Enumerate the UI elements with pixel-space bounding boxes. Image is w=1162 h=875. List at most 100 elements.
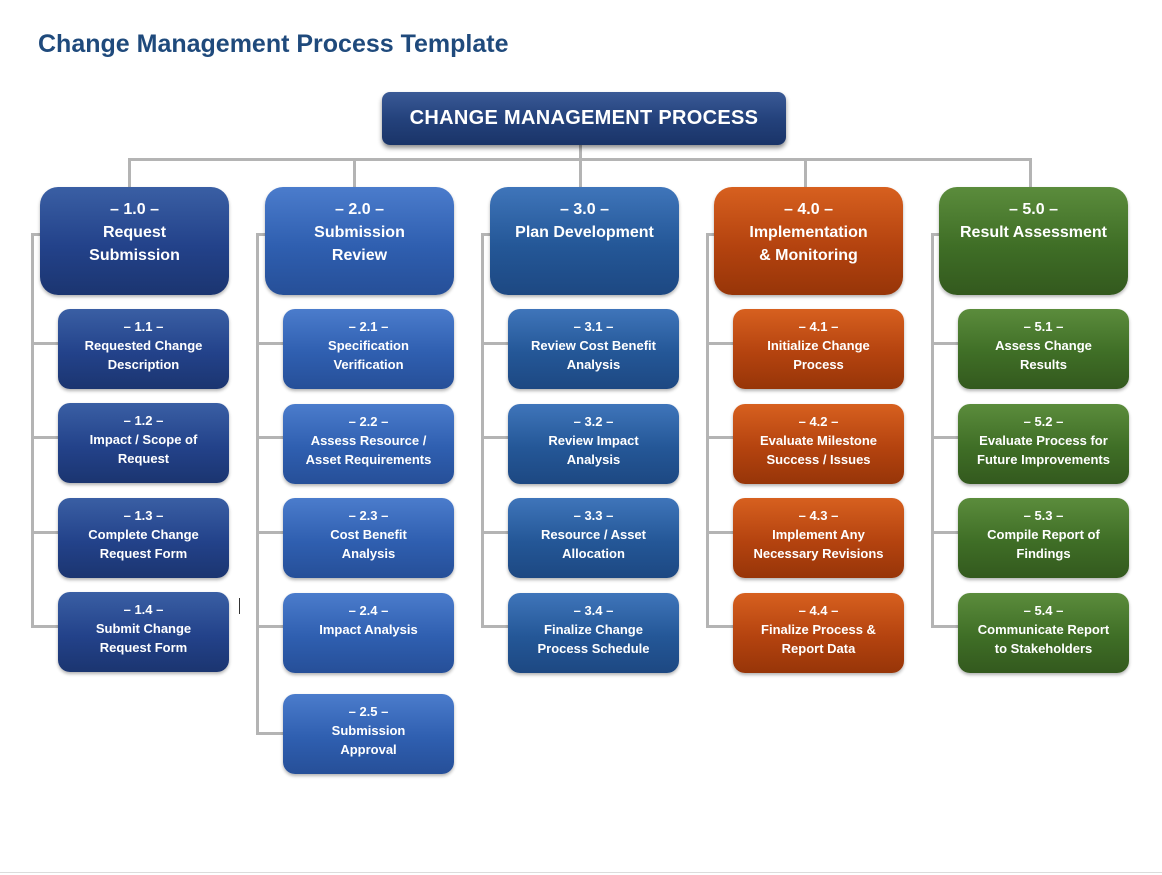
branch-2-1 — [256, 342, 284, 345]
step-number: – 4.1 – — [798, 319, 839, 334]
root-process-box[interactable]: CHANGE MANAGEMENT PROCESS — [382, 92, 786, 145]
branch-4-3 — [706, 531, 734, 534]
root-stem — [579, 145, 582, 159]
page-title: Change Management Process Template — [38, 30, 509, 58]
branch-5-3 — [931, 531, 959, 534]
step-label: Implement Any Necessary Revisions — [753, 527, 884, 561]
phase-label: Result Assessment — [959, 224, 1108, 241]
step-2-1-box[interactable]: – 2.1 – Specification Verification — [283, 309, 454, 389]
branch-2-5 — [256, 732, 284, 735]
spine-1-top — [31, 233, 41, 236]
step-label: Submit Change Request Form — [95, 621, 192, 655]
step-label: Evaluate Process for Future Improvements — [977, 433, 1110, 467]
step-5-2-box[interactable]: – 5.2 – Evaluate Process for Future Impr… — [958, 404, 1129, 484]
step-5-4-box[interactable]: – 5.4 – Communicate Report to Stakeholde… — [958, 593, 1129, 673]
step-4-2-box[interactable]: – 4.2 – Evaluate Milestone Success / Iss… — [733, 404, 904, 484]
step-number: – 2.4 – — [348, 603, 389, 618]
step-3-2-box[interactable]: – 3.2 – Review Impact Analysis — [508, 404, 679, 484]
phase-number: – 3.0 – — [560, 201, 609, 218]
phase-2-box[interactable]: – 2.0 – Submission Review — [265, 187, 454, 295]
step-2-2-box[interactable]: – 2.2 – Assess Resource / Asset Requirem… — [283, 404, 454, 484]
branch-1-1 — [31, 342, 59, 345]
step-number: – 3.4 – — [573, 603, 614, 618]
step-4-4-box[interactable]: – 4.4 – Finalize Process & Report Data — [733, 593, 904, 673]
branch-5-2 — [931, 436, 959, 439]
phase-4-box[interactable]: – 4.0 – Implementation & Monitoring — [714, 187, 903, 295]
step-1-2-box[interactable]: – 1.2 – Impact / Scope of Request — [58, 403, 229, 483]
branch-1-3 — [31, 531, 59, 534]
step-4-1-box[interactable]: – 4.1 – Initialize Change Process — [733, 309, 904, 389]
step-number: – 5.2 – — [1023, 414, 1064, 429]
step-number: – 4.2 – — [798, 414, 839, 429]
branch-2-4 — [256, 625, 284, 628]
spine-3 — [481, 233, 484, 627]
step-3-4-box[interactable]: – 3.4 – Finalize Change Process Schedule — [508, 593, 679, 673]
step-label: Assess Resource / Asset Requirements — [305, 433, 432, 467]
step-number: – 4.4 – — [798, 603, 839, 618]
phase-1-box[interactable]: – 1.0 – Request Submission — [40, 187, 229, 295]
step-number: – 1.3 – — [123, 508, 164, 523]
step-1-4-box[interactable]: – 1.4 – Submit Change Request Form — [58, 592, 229, 672]
bottom-divider — [0, 872, 1162, 873]
phase-label: Implementation & Monitoring — [749, 224, 868, 264]
step-number: – 2.5 – — [348, 704, 389, 719]
step-number: – 5.4 – — [1023, 603, 1064, 618]
step-label: Finalize Change Process Schedule — [537, 622, 650, 656]
phase-number: – 2.0 – — [335, 201, 384, 218]
step-label: Assess Change Results — [995, 338, 1092, 372]
step-label: Submission Approval — [331, 723, 406, 757]
step-label: Specification Verification — [328, 338, 409, 372]
step-number: – 1.4 – — [123, 602, 164, 617]
drop-5 — [1029, 158, 1032, 188]
step-1-1-box[interactable]: – 1.1 – Requested Change Description — [58, 309, 229, 389]
step-3-1-box[interactable]: – 3.1 – Review Cost Benefit Analysis — [508, 309, 679, 389]
branch-1-2 — [31, 436, 59, 439]
step-5-1-box[interactable]: – 5.1 – Assess Change Results — [958, 309, 1129, 389]
step-number: – 3.2 – — [573, 414, 614, 429]
spine-5 — [931, 233, 934, 627]
branch-4-1 — [706, 342, 734, 345]
step-label: Review Cost Benefit Analysis — [531, 338, 656, 372]
step-2-5-box[interactable]: – 2.5 – Submission Approval — [283, 694, 454, 774]
drop-4 — [804, 158, 807, 188]
branch-1-4 — [31, 625, 59, 628]
branch-5-4 — [931, 625, 959, 628]
step-label: Resource / Asset Allocation — [540, 527, 646, 561]
step-number: – 2.1 – — [348, 319, 389, 334]
step-3-3-box[interactable]: – 3.3 – Resource / Asset Allocation — [508, 498, 679, 578]
drop-2 — [353, 158, 356, 188]
branch-3-3 — [481, 531, 509, 534]
spine-5-top — [931, 233, 941, 236]
step-label: Impact Analysis — [319, 622, 418, 637]
phase-label: Submission Review — [314, 224, 405, 264]
branch-3-4 — [481, 625, 509, 628]
step-label: Finalize Process & Report Data — [761, 622, 876, 656]
step-label: Review Impact Analysis — [548, 433, 639, 467]
branch-2-2 — [256, 436, 284, 439]
spine-4 — [706, 233, 709, 627]
phase-number: – 1.0 – — [110, 201, 159, 218]
branch-4-4 — [706, 625, 734, 628]
spine-2-top — [256, 233, 266, 236]
step-number: – 2.3 – — [348, 508, 389, 523]
phase-label: Plan Development — [515, 224, 654, 241]
branch-2-3 — [256, 531, 284, 534]
phase-number: – 4.0 – — [784, 201, 833, 218]
drop-1 — [128, 158, 131, 188]
step-number: – 1.1 – — [123, 319, 164, 334]
step-2-4-box[interactable]: – 2.4 – Impact Analysis — [283, 593, 454, 673]
step-label: Complete Change Request Form — [88, 527, 199, 561]
step-number: – 3.3 – — [573, 508, 614, 523]
step-5-3-box[interactable]: – 5.3 – Compile Report of Findings — [958, 498, 1129, 578]
step-label: Evaluate Milestone Success / Issues — [759, 433, 878, 467]
step-label: Compile Report of Findings — [987, 527, 1100, 561]
text-cursor — [239, 598, 240, 614]
phase-5-box[interactable]: – 5.0 – Result Assessment — [939, 187, 1128, 295]
step-number: – 1.2 – — [123, 413, 164, 428]
step-2-3-box[interactable]: – 2.3 – Cost Benefit Analysis — [283, 498, 454, 578]
step-label: Requested Change Description — [84, 338, 203, 372]
step-4-3-box[interactable]: – 4.3 – Implement Any Necessary Revision… — [733, 498, 904, 578]
phase-3-box[interactable]: – 3.0 – Plan Development — [490, 187, 679, 295]
step-label: Initialize Change Process — [767, 338, 870, 372]
step-1-3-box[interactable]: – 1.3 – Complete Change Request Form — [58, 498, 229, 578]
